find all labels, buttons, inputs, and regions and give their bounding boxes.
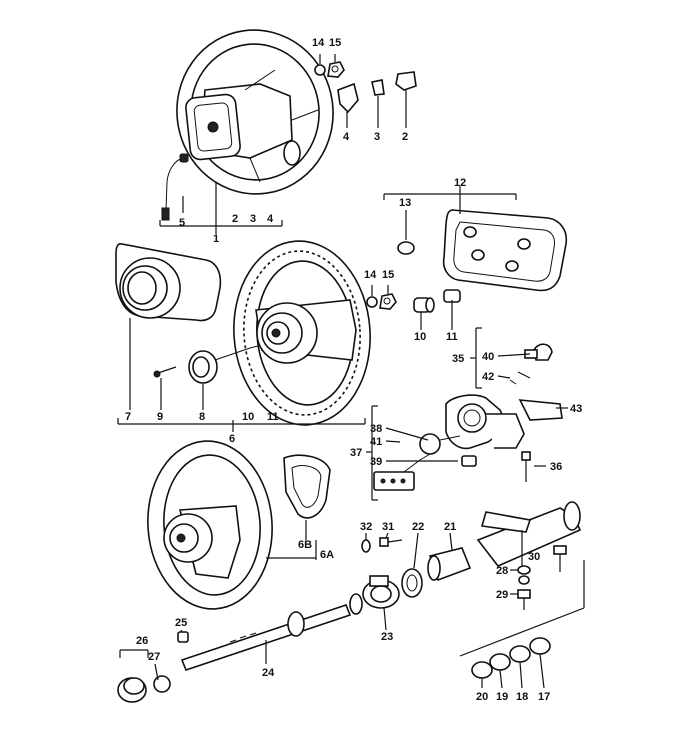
- column-jacket[interactable]: [476, 501, 582, 567]
- callout-24: 24: [262, 667, 275, 679]
- callout-15b: 15: [382, 269, 394, 281]
- callout-6: 6: [229, 433, 235, 445]
- rubber-buffer-13[interactable]: [397, 210, 415, 255]
- callout-38: 38: [370, 423, 382, 435]
- callout-28: 28: [496, 565, 508, 577]
- callout-13: 13: [399, 197, 411, 209]
- clip-25[interactable]: [177, 631, 189, 643]
- callout-43: 43: [570, 403, 582, 415]
- callout-14: 14: [312, 37, 325, 49]
- callout-5: 5: [179, 217, 185, 229]
- callout-21: 21: [444, 521, 456, 533]
- ignition-switch-assembly[interactable]: [373, 343, 563, 491]
- bracket-35-37: [366, 327, 568, 501]
- callout-22: 22: [412, 521, 424, 533]
- callout-40: 40: [482, 351, 494, 363]
- callout-17: 17: [538, 691, 550, 703]
- callout-group-3: 3: [250, 213, 256, 225]
- callout-42: 42: [482, 371, 494, 383]
- callout-11b: 11: [267, 411, 279, 423]
- horn-ring-cover[interactable]: [115, 243, 222, 322]
- callout-36: 36: [550, 461, 562, 473]
- bolt-36[interactable]: [521, 451, 546, 482]
- nut-28-bolt-29-30[interactable]: [517, 530, 567, 610]
- bearing-26-27[interactable]: [117, 649, 171, 703]
- callout-2: 2: [402, 131, 408, 143]
- hardware-top[interactable]: [314, 54, 417, 128]
- callout-41: 41: [370, 436, 382, 448]
- callout-14b: 14: [364, 269, 377, 281]
- callout-6b: 6B: [298, 539, 312, 551]
- callout-39: 39: [370, 456, 382, 468]
- callout-37: 37: [350, 447, 362, 459]
- bearing-23[interactable]: [362, 575, 400, 609]
- callout-15: 15: [329, 37, 341, 49]
- callout-20: 20: [476, 691, 488, 703]
- callout-10: 10: [414, 331, 426, 343]
- callout-29: 29: [496, 589, 508, 601]
- steering-shaft-24[interactable]: [180, 593, 363, 671]
- group-bracket-1: [159, 182, 283, 234]
- callout-6a: 6A: [320, 549, 334, 561]
- steering-wheel-top[interactable]: [166, 20, 343, 204]
- callout-35: 35: [452, 353, 464, 365]
- callout-labels: 14 15 4 3 2 5 2 3 4 1 12 13 14 15 10 11 …: [125, 37, 582, 703]
- pad-6b[interactable]: [283, 454, 331, 519]
- callout-30: 30: [528, 551, 540, 563]
- callout-8: 8: [199, 411, 205, 423]
- ring-22[interactable]: [401, 568, 423, 598]
- callout-25: 25: [175, 617, 187, 629]
- bracket-6: [117, 318, 366, 432]
- horn-contact-wire[interactable]: [161, 153, 189, 221]
- callout-4: 4: [343, 131, 350, 143]
- callout-1: 1: [213, 233, 219, 245]
- bracket-6a: [266, 520, 317, 560]
- callout-11: 11: [446, 331, 458, 343]
- steering-pad[interactable]: [442, 209, 568, 292]
- callout-18: 18: [516, 691, 528, 703]
- callout-26: 26: [136, 635, 148, 647]
- steering-wheel-lower[interactable]: [142, 437, 277, 613]
- shim-rings-17-20[interactable]: [459, 560, 585, 679]
- callout-27: 27: [148, 651, 160, 663]
- callout-10b: 10: [242, 411, 254, 423]
- callout-7: 7: [125, 411, 131, 423]
- steering-wheel-middle[interactable]: [228, 236, 377, 429]
- hardware-middle[interactable]: [366, 285, 461, 330]
- callout-23: 23: [381, 631, 393, 643]
- tube-21[interactable]: [427, 547, 472, 582]
- callout-group-2: 2: [232, 213, 238, 225]
- bracket-12: [383, 186, 517, 214]
- callout-31: 31: [382, 521, 394, 533]
- callout-9: 9: [157, 411, 163, 423]
- contact-ring-8[interactable]: [188, 345, 259, 384]
- callout-19: 19: [496, 691, 508, 703]
- leader-lines: [154, 532, 545, 689]
- screw-9[interactable]: [153, 366, 177, 378]
- callout-12: 12: [454, 177, 466, 189]
- bolt-31-washer-32[interactable]: [361, 537, 403, 553]
- callout-32: 32: [360, 521, 372, 533]
- callout-3: 3: [374, 131, 380, 143]
- callout-group-4: 4: [267, 213, 274, 225]
